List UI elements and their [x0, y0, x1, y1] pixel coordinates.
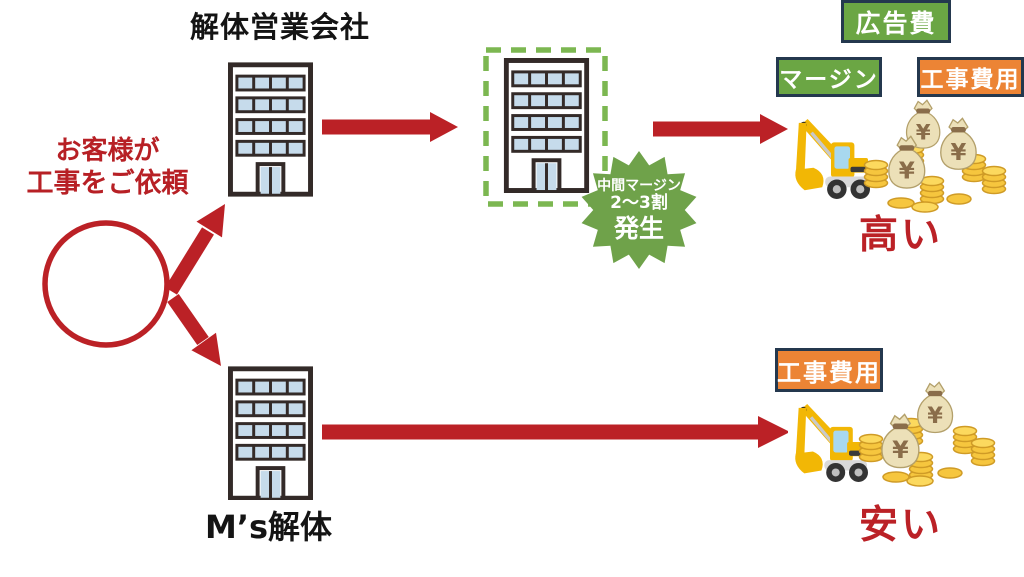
result-cheap: 安い: [858, 503, 943, 548]
starburst-line2: 2～3割: [610, 193, 668, 214]
customer-request-text: お客様が 工事をご依頼: [5, 136, 210, 201]
money-bags-icon-bottom: [858, 381, 996, 487]
advertising-cost-badge: 広告費: [841, 0, 951, 43]
starburst-line3: 発生: [613, 213, 664, 243]
building-icon-top-company: [228, 62, 313, 197]
customer-circle: [42, 220, 170, 348]
result-expensive: 高い: [858, 213, 943, 258]
excavator-icon-top: [792, 115, 870, 203]
starburst-shape: [581, 151, 697, 269]
top-company-label: 解体営業会社: [175, 4, 385, 45]
middle-margin-starburst: 中間マージン 2～3割 発生: [578, 149, 700, 271]
building-icon-middleman: [503, 58, 590, 193]
construction-cost-badge-bottom: 工事費用: [775, 348, 883, 392]
bottom-company-label: M’s解体: [175, 500, 362, 550]
customer-request-line2: 工事をご依頼: [26, 167, 189, 199]
middleman-dashed-frame: [483, 47, 608, 207]
starburst-line1: 中間マージン: [597, 178, 681, 195]
money-bags-icon-top: [863, 99, 1007, 213]
margin-badge: マージン: [776, 57, 882, 97]
construction-cost-badge-top: 工事費用: [917, 57, 1024, 97]
customer-request-line1: お客様が: [55, 136, 160, 166]
building-icon-ms-company: [228, 365, 313, 502]
